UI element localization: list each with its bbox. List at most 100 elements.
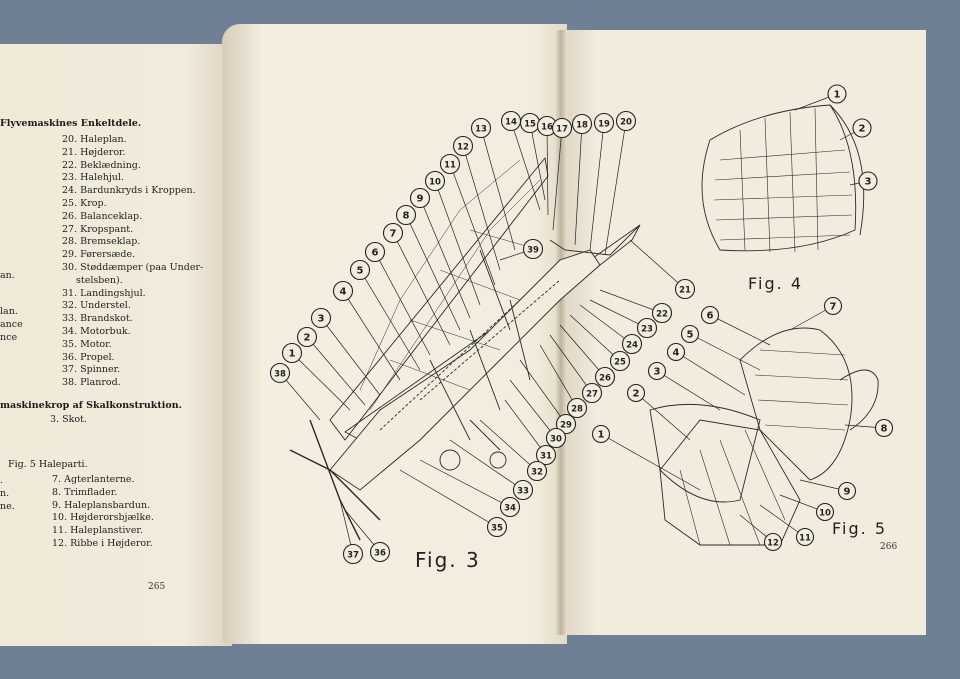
fig3-leader-line — [504, 399, 547, 456]
fig3-leader-line — [629, 239, 686, 290]
fig5-callout-number: 5 — [687, 330, 694, 341]
fig3-callout-circle — [545, 427, 567, 449]
fig3-callout-circle — [296, 326, 318, 348]
fig3-leader-line — [279, 372, 321, 421]
fig3-callout-number: 22 — [656, 310, 668, 320]
fig3-callout-circle — [555, 413, 577, 435]
fig3-leader-line — [559, 324, 606, 378]
fig5-callout-circle — [795, 527, 815, 547]
fig4-callout-circle — [858, 171, 878, 191]
fig3-leader-line — [569, 314, 621, 362]
fig3-callout-number: 4 — [340, 287, 347, 298]
fig3-callout-number: 21 — [679, 286, 691, 296]
fig3-callout-circle — [424, 170, 446, 192]
fig3-callout-circle — [499, 496, 521, 518]
fig3-callout-number: 6 — [372, 248, 379, 259]
fig3-leader-line — [374, 251, 431, 356]
fig5-callout-number: 1 — [598, 430, 605, 441]
fig3-leader-line — [510, 120, 541, 211]
fig4-callout-circle — [827, 84, 847, 104]
fig5-leader-line — [675, 351, 746, 396]
list-item: 30. Støddæmper (paa Under- — [62, 261, 204, 273]
fig3-callout-number: 15 — [524, 120, 536, 130]
fig3-leader-line — [399, 469, 498, 528]
fig3-callout-number: 11 — [444, 161, 456, 171]
fig3-callout-number: 23 — [641, 325, 653, 335]
fig3-callout-circle — [269, 362, 291, 384]
fig3-callout-number: 14 — [505, 118, 517, 128]
fig3-leader-line — [320, 317, 381, 396]
fig3-callout-number: 7 — [390, 229, 397, 240]
fig5-leader-line — [600, 433, 701, 491]
fig3-callout-number: 3 — [318, 314, 325, 325]
list-item: 22. Beklædning. — [62, 159, 141, 171]
fig5-callout-circle — [666, 342, 686, 362]
fig3-callout-circle — [452, 135, 474, 157]
list-item: 35. Motor. — [62, 338, 112, 350]
list-item: 38. Planrod. — [62, 377, 121, 389]
fig3-leader-line — [306, 336, 366, 406]
list-item: 23. Halehjul. — [62, 172, 124, 184]
fig4-callout-number: 3 — [865, 177, 872, 188]
fig5-callout-number: 11 — [799, 534, 811, 544]
fig3-callout-number: 1 — [289, 349, 296, 360]
list-item: 11. Haleplanstiver. — [52, 525, 143, 537]
fig4-fuselage-drawing — [701, 104, 865, 253]
fig3-callout-circle — [342, 543, 364, 565]
margin-fragment: ance — [0, 319, 23, 330]
fig3-callout-number: 24 — [626, 341, 638, 351]
fig5-callout-number: 3 — [654, 367, 661, 378]
fig3-callout-number: 37 — [347, 551, 359, 561]
fig3-callout-circle — [364, 241, 386, 263]
fig3-callout-number: 27 — [586, 390, 598, 400]
fig3-leader-line — [462, 145, 501, 271]
fig3-callout-circle — [615, 110, 637, 132]
fig5-leader-line — [709, 314, 771, 346]
fig3-callout-circle — [621, 333, 643, 355]
list-item: 25. Krop. — [62, 197, 107, 209]
section2-item: 3. Skot. — [50, 414, 87, 425]
list-item: stelsben). — [76, 274, 123, 286]
fig5-leader-line — [689, 333, 761, 371]
parts-heading: Flyvemaskines Enkeltdele. — [0, 118, 142, 129]
section2-heading: maskinekrop af Skalkonstruktion. — [0, 400, 182, 411]
fig3-callout-number: 2 — [304, 333, 311, 344]
section3-heading: Fig. 5 Haleparti. — [8, 459, 88, 470]
fig3-callout-circle — [486, 516, 508, 538]
fig5-callout-circle — [700, 305, 720, 325]
fig3-callout-circle — [609, 350, 631, 372]
fig3-callout-number: 26 — [599, 374, 611, 384]
fig3-leader-line — [574, 123, 583, 246]
fig5-callout-circle — [680, 324, 700, 344]
fig3-callout-number: 34 — [504, 504, 516, 514]
fig3-callout-circle — [369, 541, 391, 563]
fig3-callout-circle — [332, 280, 354, 302]
fig3-leader-line — [509, 379, 557, 439]
fig3-callout-circle — [470, 117, 492, 139]
margin-fragment: lan. — [0, 306, 18, 317]
fig3-callout-circle — [674, 278, 696, 300]
fig3-callout-number: 16 — [541, 123, 553, 133]
list-item: 28. Bremseklap. — [62, 236, 141, 248]
fig3-callout-number: 32 — [531, 468, 543, 478]
fig3-callout-number: 31 — [540, 452, 552, 462]
margin-fragment: . — [0, 475, 4, 486]
fig3-leader-line — [479, 419, 538, 472]
fig3-callout-circle — [526, 460, 548, 482]
list-item: 9. Haleplansbardun. — [52, 499, 151, 511]
fig3-callout-circle — [636, 317, 658, 339]
fig3-leader-line — [359, 269, 421, 371]
list-item: 24. Bardunkryds i Kroppen. — [62, 185, 196, 197]
fig3-callout-number: 13 — [475, 125, 487, 135]
fig3-callout-number: 25 — [614, 358, 626, 368]
fig3-callout-number: 35 — [491, 524, 503, 534]
list-item: 33. Brandskot. — [62, 313, 133, 325]
list-item: 37. Spinner. — [62, 364, 121, 376]
fig3-leader-line — [519, 359, 567, 425]
fig3-callout-circle — [566, 397, 588, 419]
fig3-callout-circle — [535, 444, 557, 466]
list-item: 29. Førersæde. — [62, 249, 136, 261]
fig3-leader-line — [392, 232, 451, 346]
fig5-callout-circle — [591, 424, 611, 444]
list-item: 12. Ribbe i Højderor. — [52, 537, 153, 549]
